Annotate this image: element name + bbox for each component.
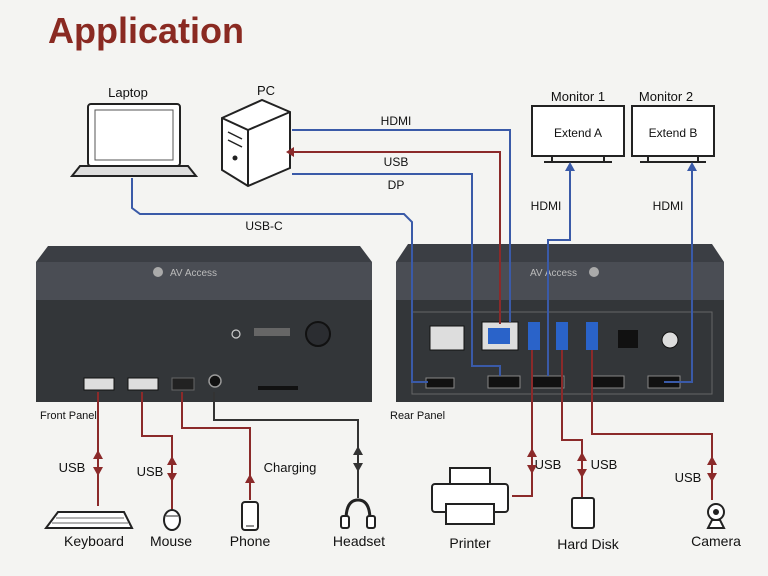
pc-tower-icon — [221, 98, 291, 188]
camera-link-label: USB — [675, 470, 702, 485]
monitor-1-hdmi-cable — [547, 166, 571, 376]
monitor-1-label: Monitor 1 — [551, 89, 605, 104]
monitor-1-hdmi-label: HDMI — [531, 199, 562, 213]
keyboard-link-label: USB — [59, 460, 86, 475]
monitor-2-icon — [631, 105, 715, 163]
hard-disk-label: Hard Disk — [557, 536, 619, 552]
laptop-icon — [69, 103, 199, 177]
pc-dp-label: DP — [388, 178, 405, 192]
page-title: Application — [48, 10, 244, 51]
monitor-2-label: Monitor 2 — [639, 89, 693, 104]
hard-disk-icon — [571, 497, 595, 529]
laptop-usbc-label: USB-C — [245, 219, 283, 233]
rear-brand: AV Access — [530, 268, 577, 279]
monitor-1-arrow-icon — [565, 162, 575, 171]
monitor-1-screen-label: Extend A — [554, 126, 602, 140]
headset-cable — [213, 392, 359, 498]
phone-icon — [241, 501, 259, 531]
hard-disk-link-label: USB — [591, 457, 618, 472]
headset-label: Headset — [333, 533, 385, 549]
camera-cable — [591, 350, 713, 500]
monitor-2-hdmi-cable — [664, 166, 693, 383]
laptop-usbc-cable — [131, 178, 428, 383]
monitor-2-hdmi-label: HDMI — [653, 199, 684, 213]
printer-label: Printer — [449, 535, 491, 551]
camera-icon — [706, 503, 726, 529]
usb-arrow-icon — [286, 147, 294, 157]
mouse-cable — [141, 392, 173, 510]
pc-hdmi-cable — [292, 129, 511, 322]
front-panel-label: Front Panel — [40, 410, 97, 422]
mouse-link-label: USB — [137, 464, 164, 479]
phone-label: Phone — [230, 533, 271, 549]
bidirectional-arrow-icons — [93, 448, 717, 483]
pc-hdmi-label: HDMI — [381, 114, 412, 128]
pc-usb-label: USB — [384, 155, 409, 169]
phone-cable — [181, 392, 251, 500]
mouse-icon — [163, 509, 181, 531]
keyboard-icon — [44, 511, 134, 529]
pc-usb-cable — [292, 151, 501, 324]
front-brand: AV Access — [170, 268, 217, 279]
printer-link-label: USB — [535, 457, 562, 472]
monitor-1-icon — [531, 105, 625, 163]
printer-icon — [431, 467, 509, 525]
camera-label: Camera — [691, 533, 741, 549]
front-device: AV Access — [36, 246, 372, 402]
headset-arrow-icons — [353, 446, 363, 472]
phone-link-label: Charging — [264, 460, 317, 475]
pc-dp-cable — [292, 173, 501, 376]
rear-device: AV Access — [396, 244, 724, 402]
mouse-label: Mouse — [150, 533, 192, 549]
headset-icon — [340, 498, 376, 529]
keyboard-label: Keyboard — [64, 533, 124, 549]
laptop-label: Laptop — [108, 85, 148, 100]
pc-label: PC — [257, 83, 275, 98]
rear-panel-label: Rear Panel — [390, 410, 445, 422]
monitor-2-screen-label: Extend B — [649, 126, 698, 140]
monitor-2-arrow-icon — [687, 162, 697, 171]
